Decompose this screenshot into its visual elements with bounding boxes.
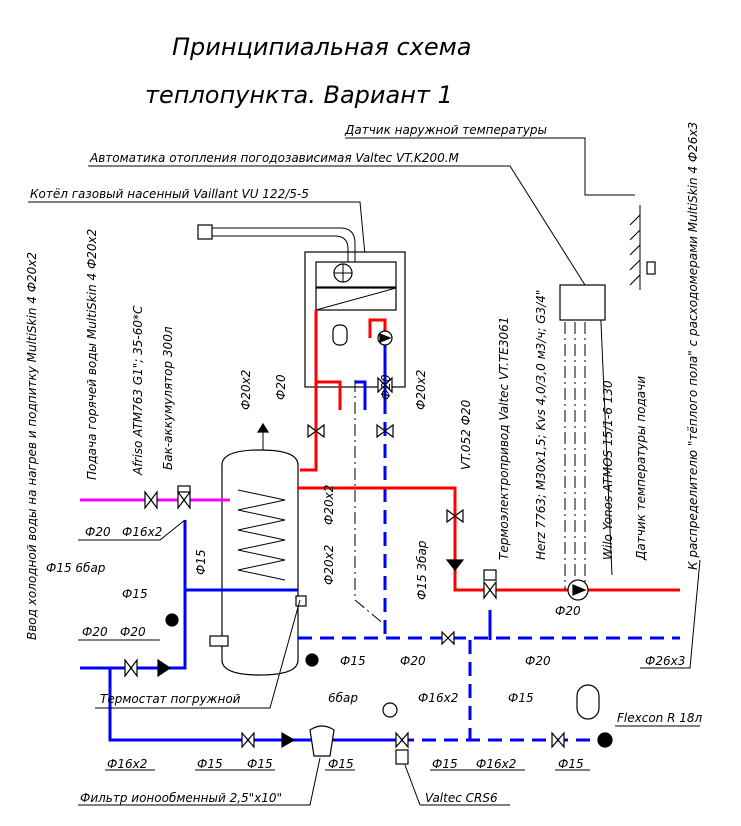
thermostatic-mixer [177,485,191,510]
label-f20-a: Ф20 [274,374,288,400]
label-f20x2-d: Ф20х2 [322,485,336,525]
heating-supply-pipe [298,486,490,592]
title-line-1: Принципиальная схема [172,33,471,61]
sensor-line [599,299,613,576]
leader-thermostat [95,599,301,709]
label-cold-inlet: Ввод холодной воды на нагрев и подпитку … [25,252,39,640]
circulation-pump [567,579,589,601]
label-f16x2-c: Ф16х2 [107,757,147,771]
valve-cold-feed [124,658,138,678]
label-f26x3: Ф26х3 [645,654,685,668]
check-valve-makeup [281,731,296,749]
drain-point [305,653,319,667]
label-distributor: К распределителю "тёплого пола" с расход… [686,122,700,570]
label-boiler: Котёл газовый насенный Vaillant VU 122/5… [30,187,309,201]
label-filter: Фильтр ионообменный 2,5"х10" [80,791,282,805]
leader-crs6 [404,764,510,806]
check-valve-return [445,559,465,571]
label-f20-h: Ф20 [525,654,551,668]
leader-outdoor-sensor [345,137,635,196]
label-supply-sensor: Датчик температуры подачи [634,376,648,561]
label-afriso: Afriso ATM763 G1"; 35-60*С [131,305,145,476]
valve-boiler-supply [307,423,325,439]
leader-f20-f16x2 [78,519,186,541]
cold-water-feed [80,520,187,670]
label-f15-e: Ф15 [197,757,223,771]
safety-valve-icon [165,613,179,627]
valve-boiler-return [376,423,394,439]
label-herz: Herz 7763; M30x1,5; Kvs 4,0/3,0 м3/ч; G3… [534,290,548,560]
label-f20x2-a: Ф20х2 [239,370,253,410]
makeup-valve-crs6 [395,731,409,765]
gas-boiler [197,224,406,388]
label-tank: Бак-аккумулятор 300л [161,326,175,470]
label-thermostat: Термостат погружной [100,692,241,706]
outdoor-sensor-icon [629,205,656,290]
label-f15-f: Ф15 [247,757,273,771]
label-f20-b: Ф20 [379,374,393,400]
make-up-line [108,668,400,742]
label-f20-e: Ф20 [82,625,108,639]
label-f15-h: Ф15 [432,757,458,771]
leader-filter [78,757,321,806]
label-f20-g: Ф20 [400,654,426,668]
boiler-bypass-pipe [316,380,342,410]
label-f15-d: Ф15 [508,691,534,705]
label-f16x2-d: Ф16х2 [476,757,516,771]
label-f15-c: Ф15 [340,654,366,668]
label-f15-g: Ф15 [328,757,354,771]
ion-exchange-filter [309,725,335,757]
storage-tank [209,449,307,676]
label-f15-i: Ф15 [558,757,584,771]
label-vt052: VT.052 Ф20 [459,399,473,470]
label-f16x2-a: Ф16х2 [122,525,162,539]
leader-f26x3 [640,559,701,669]
label-crs6: Valtec CRS6 [425,791,498,805]
label-f15-6bar: Ф15 6бар [46,561,106,575]
expansion-vessel [576,684,613,748]
boiler-valve-icon [377,376,393,394]
label-thermo-drive: Термоэлектропривод Valtec VT.TE3061 [497,317,511,560]
label-f20-f: Ф20 [120,625,146,639]
label-f16x2-b: Ф16х2 [418,691,458,705]
boiler-internal-hot [368,318,387,338]
valve-hot-supply [144,490,158,510]
label-flexcon: Flexcon R 18л [617,711,703,725]
valve-makeup-1 [241,731,255,749]
label-f20-c: Ф20 [85,525,111,539]
label-f15-b: Ф15 [122,587,148,601]
boiler-expansion-icon [332,324,348,346]
valve-return-f20 [441,630,455,646]
label-f20-d: Ф20 [555,604,581,618]
label-f15-3bar: Ф15 3бар [415,540,429,600]
tank-air-vent-icon [256,422,270,433]
label-6bar: 6бар [328,691,358,705]
control-line-1 [354,380,386,626]
three-way-mixing-valve [483,569,497,600]
leader-boiler [28,201,366,256]
label-wilo: Wilo Yonos ATMOS 15/1-6 130 [601,380,615,560]
controller-box [559,284,606,321]
valve-vt052 [446,508,464,524]
leader-automation [88,165,586,286]
boiler-return-bypass [355,380,367,410]
label-hot-supply: Подача горячей воды MultiSkin 4 Ф20х2 [85,229,99,480]
boiler-supply-pipe [300,310,318,472]
label-automation: Автоматика отопления погодозависимая Val… [89,151,460,165]
title-line-2: теплопункта. Вариант 1 [145,81,453,109]
label-f20x2-b: Ф20х2 [414,370,428,410]
label-f15-a: Ф15 [194,549,208,575]
pressure-gauge [382,702,398,718]
label-f20x2-c: Ф20х2 [322,545,336,585]
check-valve-cold [157,658,172,678]
boiler-pump-icon [377,330,393,346]
valve-expansion [551,731,565,749]
label-outdoor-sensor: Датчик наружной температуры [344,123,547,137]
